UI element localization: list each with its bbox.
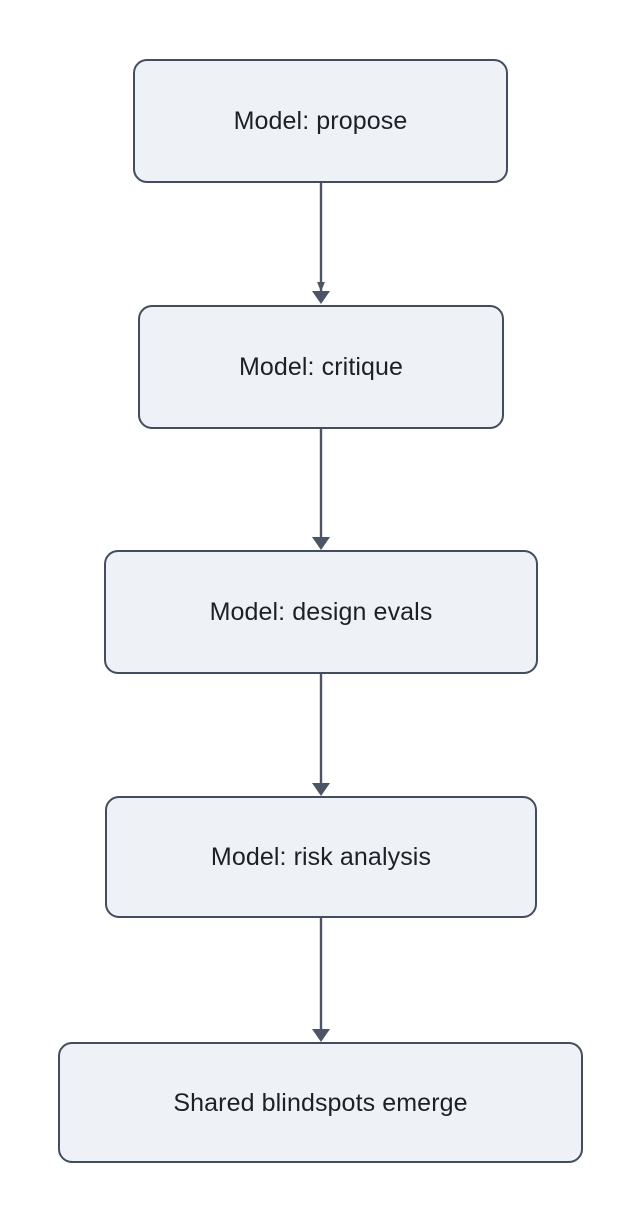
- node-label: Model: design evals: [209, 598, 433, 626]
- node-model-design-evals[interactable]: Model: design evals: [104, 550, 538, 674]
- node-model-critique[interactable]: Model: critique: [138, 305, 504, 429]
- edge-design-evals-to-risk-analysis: [312, 674, 330, 796]
- edge-critique-to-design-evals: [312, 429, 330, 550]
- node-shared-blindspots-emerge[interactable]: Shared blindspots emerge: [58, 1042, 583, 1163]
- node-model-propose[interactable]: Model: propose: [133, 59, 508, 183]
- node-label: Model: propose: [233, 107, 408, 135]
- edge-risk-analysis-to-shared-blindspots: [312, 918, 330, 1042]
- edge-propose-to-critique: [312, 183, 330, 304]
- node-model-risk-analysis[interactable]: Model: risk analysis: [105, 796, 537, 918]
- node-label: Model: critique: [238, 353, 404, 381]
- node-label: Model: risk analysis: [210, 843, 432, 871]
- node-label: Shared blindspots emerge: [173, 1088, 468, 1117]
